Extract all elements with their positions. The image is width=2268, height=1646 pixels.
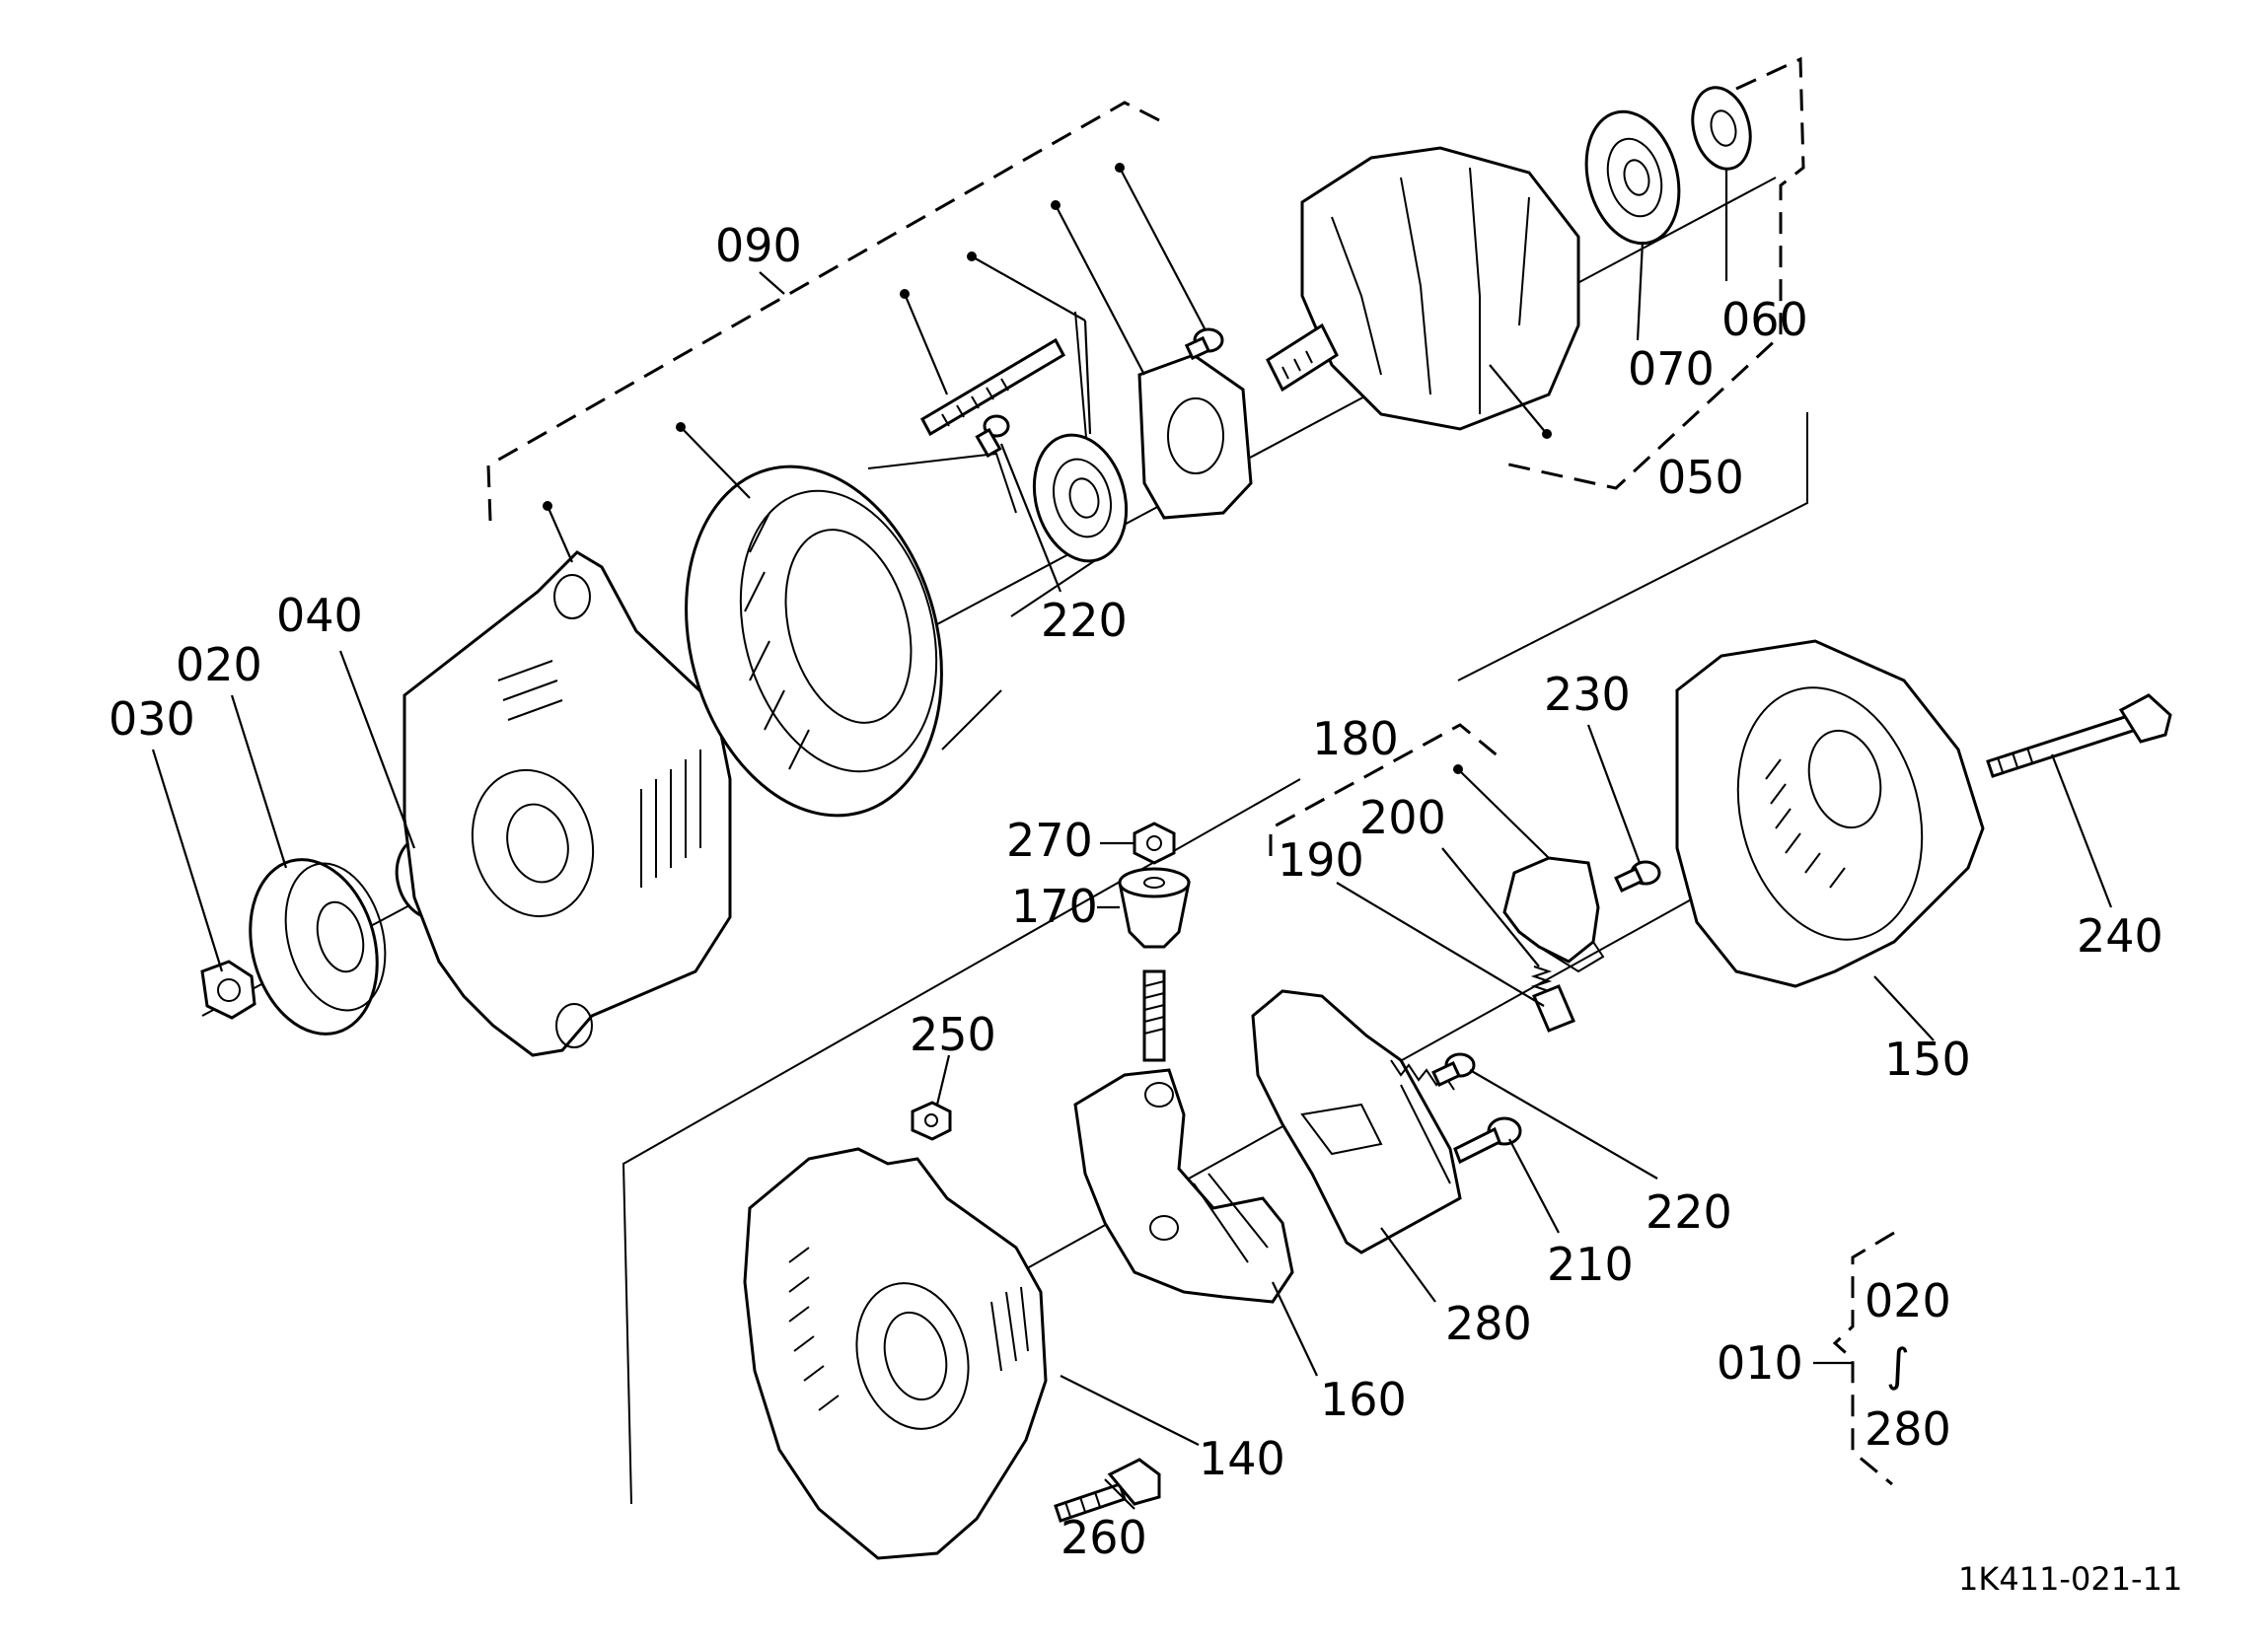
label-070: 070	[1628, 342, 1715, 395]
leader-housing	[546, 505, 574, 563]
range-to: 280	[1865, 1402, 1951, 1456]
leader-plate-screw	[1119, 167, 1207, 331]
rear-cover-150	[1675, 639, 1985, 988]
label-010: 010	[1717, 1336, 1803, 1390]
leader-090	[759, 271, 785, 295]
drawing-code: 1K411-021-11	[1958, 1560, 2182, 1598]
brush-holder-230	[1502, 856, 1605, 973]
leader-bearing	[971, 255, 1086, 322]
part-labels: 030 020 040 090 220 070 060 050 180 230 …	[109, 219, 2163, 1564]
leader-030	[151, 749, 224, 972]
regulator-280	[1251, 989, 1462, 1254]
assembly-boundaries	[486, 56, 1895, 1486]
boundary-090	[486, 101, 1168, 522]
outline-front-group	[1457, 412, 1808, 681]
insulator-170	[1118, 867, 1191, 949]
leader-070	[1636, 241, 1645, 341]
reference-dots	[543, 163, 1552, 774]
stator	[685, 452, 1017, 818]
bearing-070	[1584, 109, 1681, 246]
range-note: 020 ∫ 280	[1865, 1274, 1951, 1456]
label-190: 190	[1278, 833, 1364, 887]
leader-bearing-b	[1083, 320, 1092, 435]
range-tilde: ∫	[1886, 1338, 1910, 1392]
pulley-020	[249, 858, 387, 1036]
rotor	[1266, 146, 1580, 431]
leader-210	[1508, 1138, 1560, 1234]
label-220-upper: 220	[1041, 594, 1128, 647]
nut-250	[911, 1101, 952, 1141]
nut-030	[200, 960, 256, 1020]
boundary-010	[1832, 1231, 1895, 1486]
leader-190	[1336, 882, 1545, 1007]
label-020: 020	[176, 638, 262, 691]
bolt-240	[1986, 693, 2172, 778]
label-030: 030	[109, 692, 195, 746]
label-210: 210	[1547, 1238, 1634, 1291]
leader-020	[230, 694, 288, 869]
label-200: 200	[1359, 791, 1446, 844]
label-090: 090	[715, 219, 802, 272]
label-050: 050	[1657, 451, 1744, 504]
label-260: 260	[1061, 1511, 1147, 1564]
leader-220-lower	[1469, 1069, 1658, 1180]
label-060: 060	[1721, 293, 1808, 346]
leader-stud	[903, 293, 949, 395]
label-270: 270	[1006, 814, 1093, 867]
label-160: 160	[1320, 1373, 1407, 1426]
leader-280	[1380, 1227, 1436, 1303]
retainer-plate	[1137, 353, 1253, 520]
label-230: 230	[1544, 668, 1631, 721]
label-040: 040	[276, 589, 363, 642]
leader-stator	[680, 426, 751, 499]
label-140: 140	[1199, 1432, 1285, 1485]
label-280-part: 280	[1445, 1297, 1532, 1350]
terminal-stud	[1142, 969, 1166, 1062]
label-240: 240	[2077, 909, 2163, 963]
label-180: 180	[1312, 712, 1399, 765]
range-from: 020	[1865, 1274, 1951, 1327]
rear-housing-140	[743, 1147, 1048, 1560]
screw-plate	[1184, 327, 1224, 361]
label-250: 250	[910, 1008, 996, 1061]
outline-rear-group	[622, 778, 1301, 1505]
washer-060	[1691, 86, 1752, 171]
leader-140	[1060, 1375, 1200, 1446]
leader-rotor	[1489, 364, 1548, 435]
rectifier-160	[1073, 1068, 1294, 1304]
label-170: 170	[1011, 880, 1098, 933]
leader-brushholder	[1457, 768, 1550, 859]
leader-200	[1441, 847, 1540, 967]
bearing	[1032, 433, 1129, 563]
leader-040	[338, 650, 416, 849]
screw-210	[1453, 1116, 1522, 1165]
leader-160	[1272, 1281, 1318, 1377]
leader-150	[1873, 975, 1935, 1041]
leader-220-upper	[999, 443, 1062, 593]
leader-plate	[1055, 204, 1145, 376]
stud-bolt	[920, 337, 1065, 437]
boundary-180	[1269, 723, 1500, 856]
spring-200	[1530, 966, 1553, 992]
leader-250	[935, 1054, 951, 1106]
screw-220-upper	[975, 414, 1010, 459]
brush-190	[1532, 984, 1575, 1033]
front-housing	[402, 550, 732, 1057]
screw-220-lower	[1431, 1052, 1476, 1087]
label-150: 150	[1884, 1033, 1971, 1086]
leader-lines	[151, 167, 2113, 1510]
boundary-050	[1503, 56, 1805, 490]
leader-260	[1104, 1478, 1135, 1510]
leader-230	[1586, 724, 1642, 864]
nut-270	[1133, 822, 1176, 865]
leader-240	[2050, 753, 2113, 908]
label-220-lower: 220	[1646, 1185, 1732, 1239]
screw-230	[1614, 860, 1661, 893]
parts	[200, 86, 2172, 1560]
